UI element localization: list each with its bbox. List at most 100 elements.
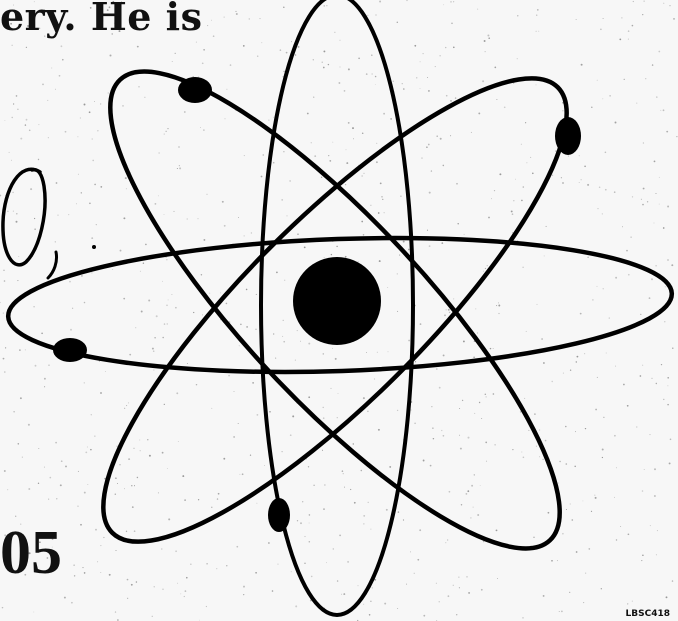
speckle	[178, 146, 180, 148]
speckle	[337, 580, 339, 582]
speckle	[576, 551, 578, 553]
speckle	[423, 460, 425, 462]
speckle	[60, 484, 62, 486]
speckle	[565, 426, 567, 428]
speckle	[34, 218, 35, 219]
handwritten-dot	[92, 245, 96, 249]
speckle	[238, 217, 239, 218]
speckle	[667, 404, 669, 406]
speckle	[180, 594, 181, 595]
speckle	[134, 448, 135, 449]
speckle	[559, 611, 560, 612]
speckle	[175, 307, 177, 309]
speckle	[358, 585, 359, 586]
speckle	[238, 423, 239, 424]
speckle	[397, 22, 398, 23]
speckle	[636, 103, 637, 104]
speckle	[439, 387, 441, 389]
speckle	[614, 191, 616, 193]
speckle	[141, 311, 143, 313]
speckle	[504, 106, 506, 108]
speckle	[543, 595, 545, 597]
speckle	[344, 487, 345, 488]
speckle	[311, 576, 313, 578]
speckle	[496, 305, 497, 306]
speckle	[597, 377, 598, 378]
speckle	[224, 225, 226, 227]
speckle	[366, 352, 367, 353]
speckle	[521, 144, 522, 145]
speckle	[143, 263, 144, 264]
speckle	[628, 533, 630, 535]
speckle	[594, 495, 595, 496]
speckle	[376, 143, 377, 144]
speckle	[179, 165, 180, 166]
speckle	[544, 255, 545, 256]
speckle	[283, 151, 284, 152]
speckle	[334, 32, 335, 33]
speckle	[304, 247, 306, 249]
speckle	[595, 497, 597, 499]
speckle	[441, 242, 443, 244]
speckle	[363, 523, 364, 524]
speckle	[18, 443, 20, 445]
speckle	[602, 449, 604, 451]
speckle	[369, 614, 371, 616]
speckle	[308, 466, 309, 467]
speckle	[494, 444, 496, 446]
electron	[178, 77, 212, 103]
speckle	[615, 122, 617, 124]
speckle	[185, 590, 187, 592]
speckle	[7, 210, 9, 212]
speckle	[596, 286, 597, 287]
speckle	[445, 47, 446, 48]
speckle	[654, 223, 655, 224]
speckle	[33, 306, 34, 307]
speckle	[521, 200, 523, 202]
speckle	[291, 571, 292, 572]
speckle	[176, 392, 178, 394]
speckle	[615, 366, 616, 367]
electron	[268, 498, 290, 532]
speckle	[94, 184, 96, 186]
speckle	[186, 577, 188, 579]
speckle	[526, 331, 527, 332]
speckle	[226, 565, 227, 566]
speckle	[363, 234, 365, 236]
speckle	[115, 611, 116, 612]
speckle	[154, 586, 155, 587]
speckle	[218, 493, 220, 495]
speckle	[669, 462, 671, 464]
speckle	[184, 111, 186, 113]
handwritten-comma-mark	[48, 252, 57, 278]
speckle	[51, 67, 52, 68]
speckle	[264, 465, 265, 466]
speckle	[89, 202, 91, 204]
speckle	[65, 465, 67, 467]
speckle	[311, 142, 312, 143]
speckle	[429, 192, 431, 194]
speckle	[370, 601, 371, 602]
speckle	[482, 80, 484, 82]
speckle	[22, 457, 23, 458]
speckle	[414, 45, 416, 47]
speckle	[9, 152, 10, 153]
speckle	[16, 213, 18, 215]
speckle	[201, 274, 202, 275]
speckle	[167, 128, 168, 129]
speckle	[615, 277, 617, 279]
speckle	[3, 358, 5, 360]
speckle	[449, 312, 451, 314]
speckle	[588, 548, 590, 550]
speckle	[140, 271, 141, 272]
speckle	[498, 313, 499, 314]
speckle	[193, 312, 194, 313]
speckle	[340, 40, 341, 41]
speckle	[243, 45, 245, 47]
speckle	[162, 281, 163, 282]
speckle	[108, 92, 109, 93]
speckle	[304, 563, 305, 564]
speckle	[345, 184, 346, 185]
speckle	[209, 293, 210, 294]
